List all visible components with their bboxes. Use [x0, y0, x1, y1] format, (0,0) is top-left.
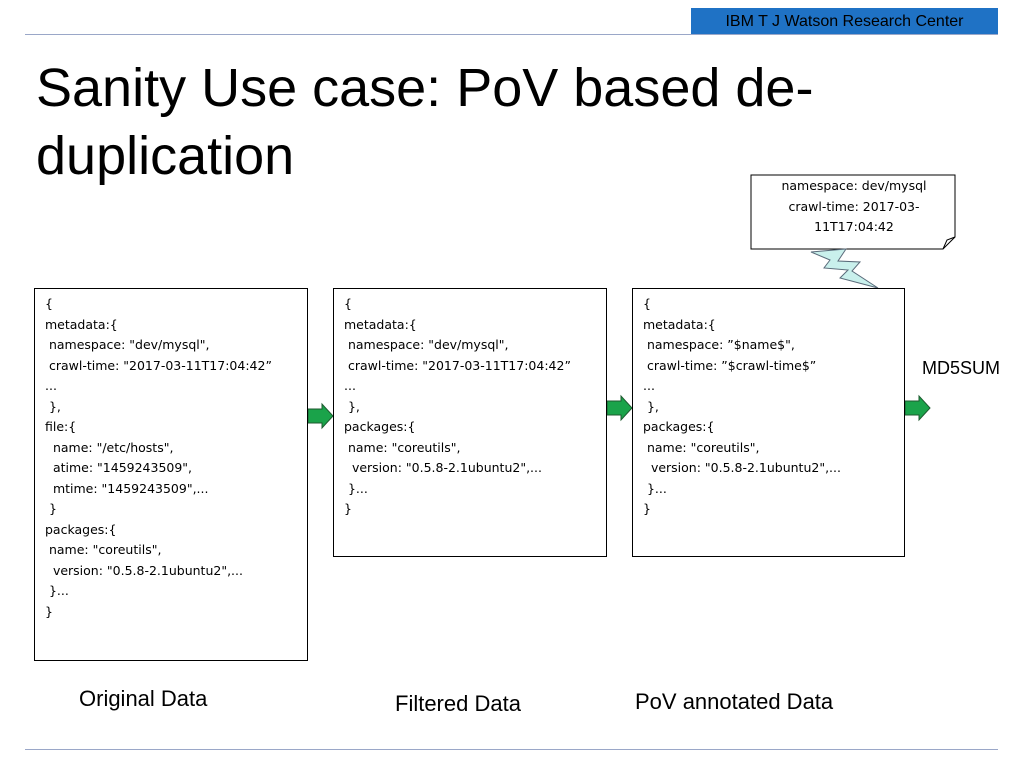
callout-text: namespace: dev/mysql crawl-time: 2017-03… — [752, 176, 956, 238]
caption-original-data: Original Data — [79, 686, 208, 711]
callout-line: 11T17:04:42 — [814, 219, 894, 234]
callout-line: crawl-time: 2017-03- — [788, 198, 920, 214]
arrow-right-icon — [606, 394, 633, 422]
bottom-divider — [25, 749, 998, 750]
callout-line: namespace: dev/mysql — [781, 178, 927, 193]
callout-fold — [942, 236, 956, 250]
arrow-right-icon — [904, 394, 931, 422]
header-org-badge: IBM T J Watson Research Center — [691, 8, 998, 35]
original-data-box: { metadata:{ namespace: "dev/mysql", cra… — [34, 288, 308, 661]
caption-filtered-data: Filtered Data — [395, 691, 521, 716]
pov-annotated-data-box: { metadata:{ namespace: ”$name$", crawl-… — [632, 288, 905, 557]
caption-pov-annotated-data: PoV annotated Data — [635, 689, 834, 714]
arrow-right-icon — [307, 402, 334, 430]
lightning-bolt-icon — [810, 248, 879, 289]
slide-title: Sanity Use case: PoV based de-duplicatio… — [36, 58, 814, 186]
filtered-data-box: { metadata:{ namespace: "dev/mysql", cra… — [333, 288, 607, 557]
callout-box — [750, 174, 956, 250]
top-divider — [25, 34, 998, 35]
header-org-label: IBM T J Watson Research Center — [725, 12, 964, 30]
md5sum-label: MD5SUM — [922, 358, 1001, 378]
